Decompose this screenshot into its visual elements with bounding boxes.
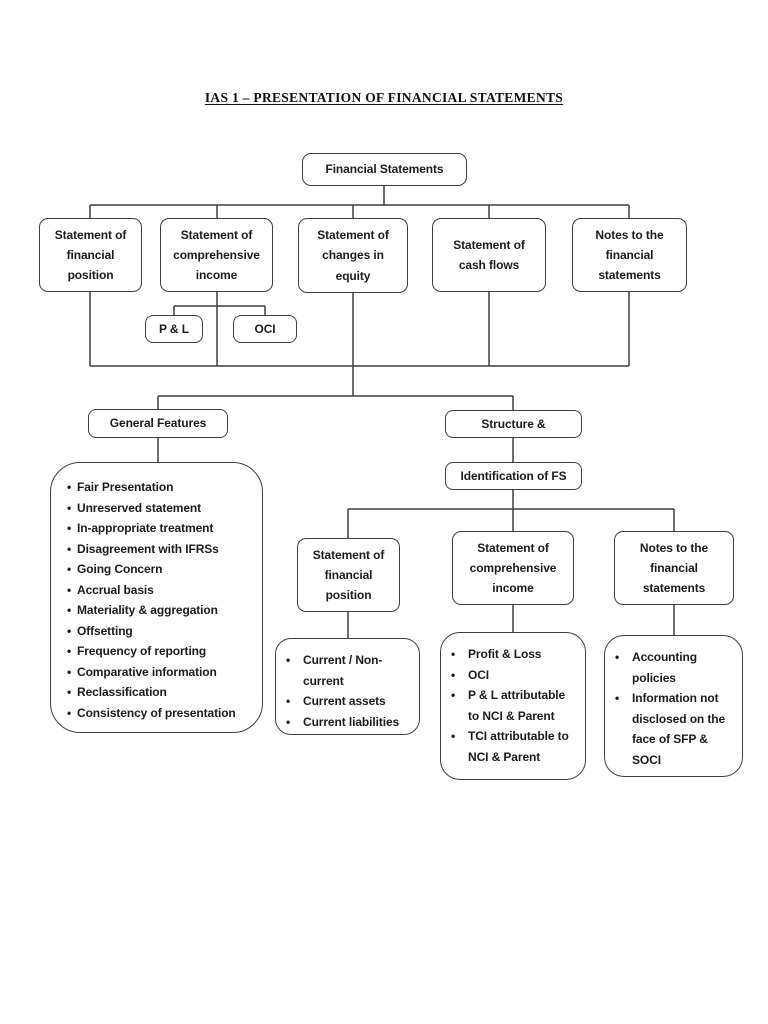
- list-item: Accrual basis: [67, 580, 252, 601]
- list-item: TCI attributable to NCI & Parent: [451, 726, 579, 767]
- list-item: Profit & Loss: [451, 644, 579, 665]
- list-item: Information not disclosed on the face of…: [615, 688, 736, 770]
- node-notes-to-financial-statements: Notes to the financial statements: [572, 218, 687, 292]
- list-item: P & L attributable to NCI & Parent: [451, 685, 579, 726]
- node-detail-statement-of-comprehensive-income: Statement of comprehensive income: [452, 531, 574, 605]
- node-oci: OCI: [233, 315, 297, 343]
- node-detail-statement-of-financial-position: Statement of financial position: [297, 538, 400, 612]
- sofp-detail-list: Current / Non-current Current assets Cur…: [275, 638, 420, 735]
- list-item: Consistency of presentation: [67, 703, 252, 724]
- list-item: Going Concern: [67, 559, 252, 580]
- list-item: Accounting policies: [615, 647, 736, 688]
- page-title: IAS 1 – PRESENTATION OF FINANCIAL STATEM…: [204, 90, 564, 105]
- node-statement-of-changes-in-equity: Statement of changes in equity: [298, 218, 408, 293]
- node-structure: Structure &: [445, 410, 582, 438]
- node-statement-of-financial-position: Statement of financial position: [39, 218, 142, 292]
- node-statement-of-cash-flows: Statement of cash flows: [432, 218, 546, 292]
- sofp-detail-items: Current / Non-current Current assets Cur…: [276, 639, 419, 732]
- list-item: Reclassification: [67, 682, 252, 703]
- node-detail-notes-to-financial-statements: Notes to the financial statements: [614, 531, 734, 605]
- notes-detail-items: Accounting policies Information not disc…: [605, 636, 742, 770]
- node-statement-of-comprehensive-income: Statement of comprehensive income: [160, 218, 273, 292]
- notes-detail-list: Accounting policies Information not disc…: [604, 635, 743, 777]
- list-item: Unreserved statement: [67, 498, 252, 519]
- list-item: Materiality & aggregation: [67, 600, 252, 621]
- list-item: Comparative information: [67, 662, 252, 683]
- list-item: Offsetting: [67, 621, 252, 642]
- general-features-list: Fair Presentation Unreserved statement I…: [50, 462, 263, 733]
- soci-detail-items: Profit & Loss OCI P & L attributable to …: [441, 633, 585, 767]
- general-features-items: Fair Presentation Unreserved statement I…: [51, 463, 262, 723]
- list-item: Disagreement with IFRSs: [67, 539, 252, 560]
- list-item: In-appropriate treatment: [67, 518, 252, 539]
- list-item: Fair Presentation: [67, 477, 252, 498]
- node-general-features: General Features: [88, 409, 228, 438]
- list-item: Current assets: [286, 691, 413, 712]
- node-pl: P & L: [145, 315, 203, 343]
- list-item: Current liabilities: [286, 712, 413, 733]
- list-item: Frequency of reporting: [67, 641, 252, 662]
- list-item: Current / Non-current: [286, 650, 413, 691]
- list-item: OCI: [451, 665, 579, 686]
- node-financial-statements: Financial Statements: [302, 153, 467, 186]
- node-identification-of-fs: Identification of FS: [445, 462, 582, 490]
- soci-detail-list: Profit & Loss OCI P & L attributable to …: [440, 632, 586, 780]
